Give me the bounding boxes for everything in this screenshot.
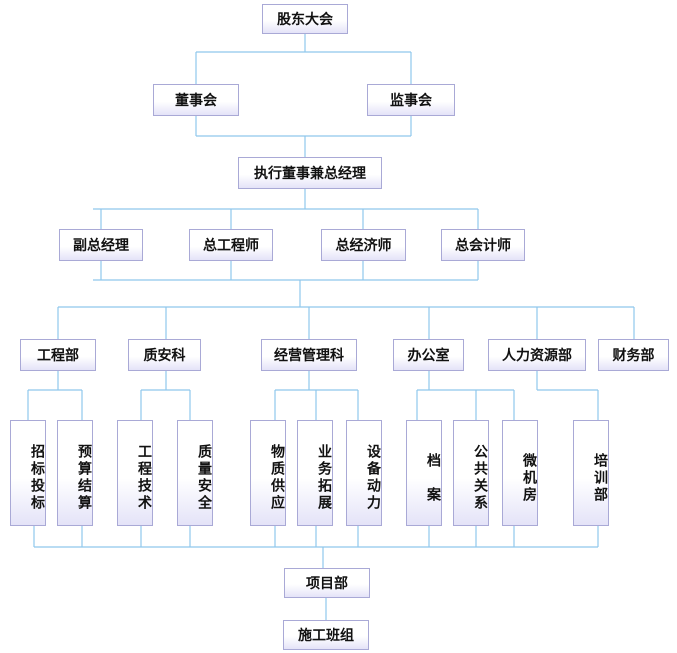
node-vice-general-manager: 副总经理 <box>59 229 143 261</box>
node-equipment-power: 设备动力 <box>346 420 382 526</box>
node-engineering-department: 工程部 <box>20 339 96 371</box>
node-finance-department: 财务部 <box>598 339 669 371</box>
node-engineering-technology: 工程技术 <box>117 420 153 526</box>
node-human-resources: 人力资源部 <box>488 339 586 371</box>
node-quality-safety-section: 质安科 <box>128 339 201 371</box>
node-business-management-section: 经营管理科 <box>261 339 357 371</box>
node-project-department: 项目部 <box>284 568 370 598</box>
node-chief-accountant: 总会计师 <box>441 229 525 261</box>
node-archives: 档 案 <box>406 420 442 526</box>
node-executive-director-gm: 执行董事兼总经理 <box>238 157 382 189</box>
node-office: 办公室 <box>393 339 464 371</box>
node-public-relations: 公共关系 <box>453 420 489 526</box>
node-chief-engineer: 总工程师 <box>189 229 273 261</box>
node-business-expansion: 业务拓展 <box>297 420 333 526</box>
node-construction-team: 施工班组 <box>283 620 369 650</box>
node-computer-room: 微机房 <box>502 420 538 526</box>
node-shareholders-meeting: 股东大会 <box>262 4 348 34</box>
node-chief-economist: 总经济师 <box>321 229 406 261</box>
node-training-department: 培训部 <box>573 420 609 526</box>
node-material-supply: 物质供应 <box>250 420 286 526</box>
node-bidding: 招标投标 <box>10 420 46 526</box>
node-supervisory-board: 监事会 <box>367 84 455 116</box>
node-quality-safety: 质量安全 <box>177 420 213 526</box>
node-board-of-directors: 董事会 <box>153 84 239 116</box>
node-budget-settlement: 预算结算 <box>57 420 93 526</box>
